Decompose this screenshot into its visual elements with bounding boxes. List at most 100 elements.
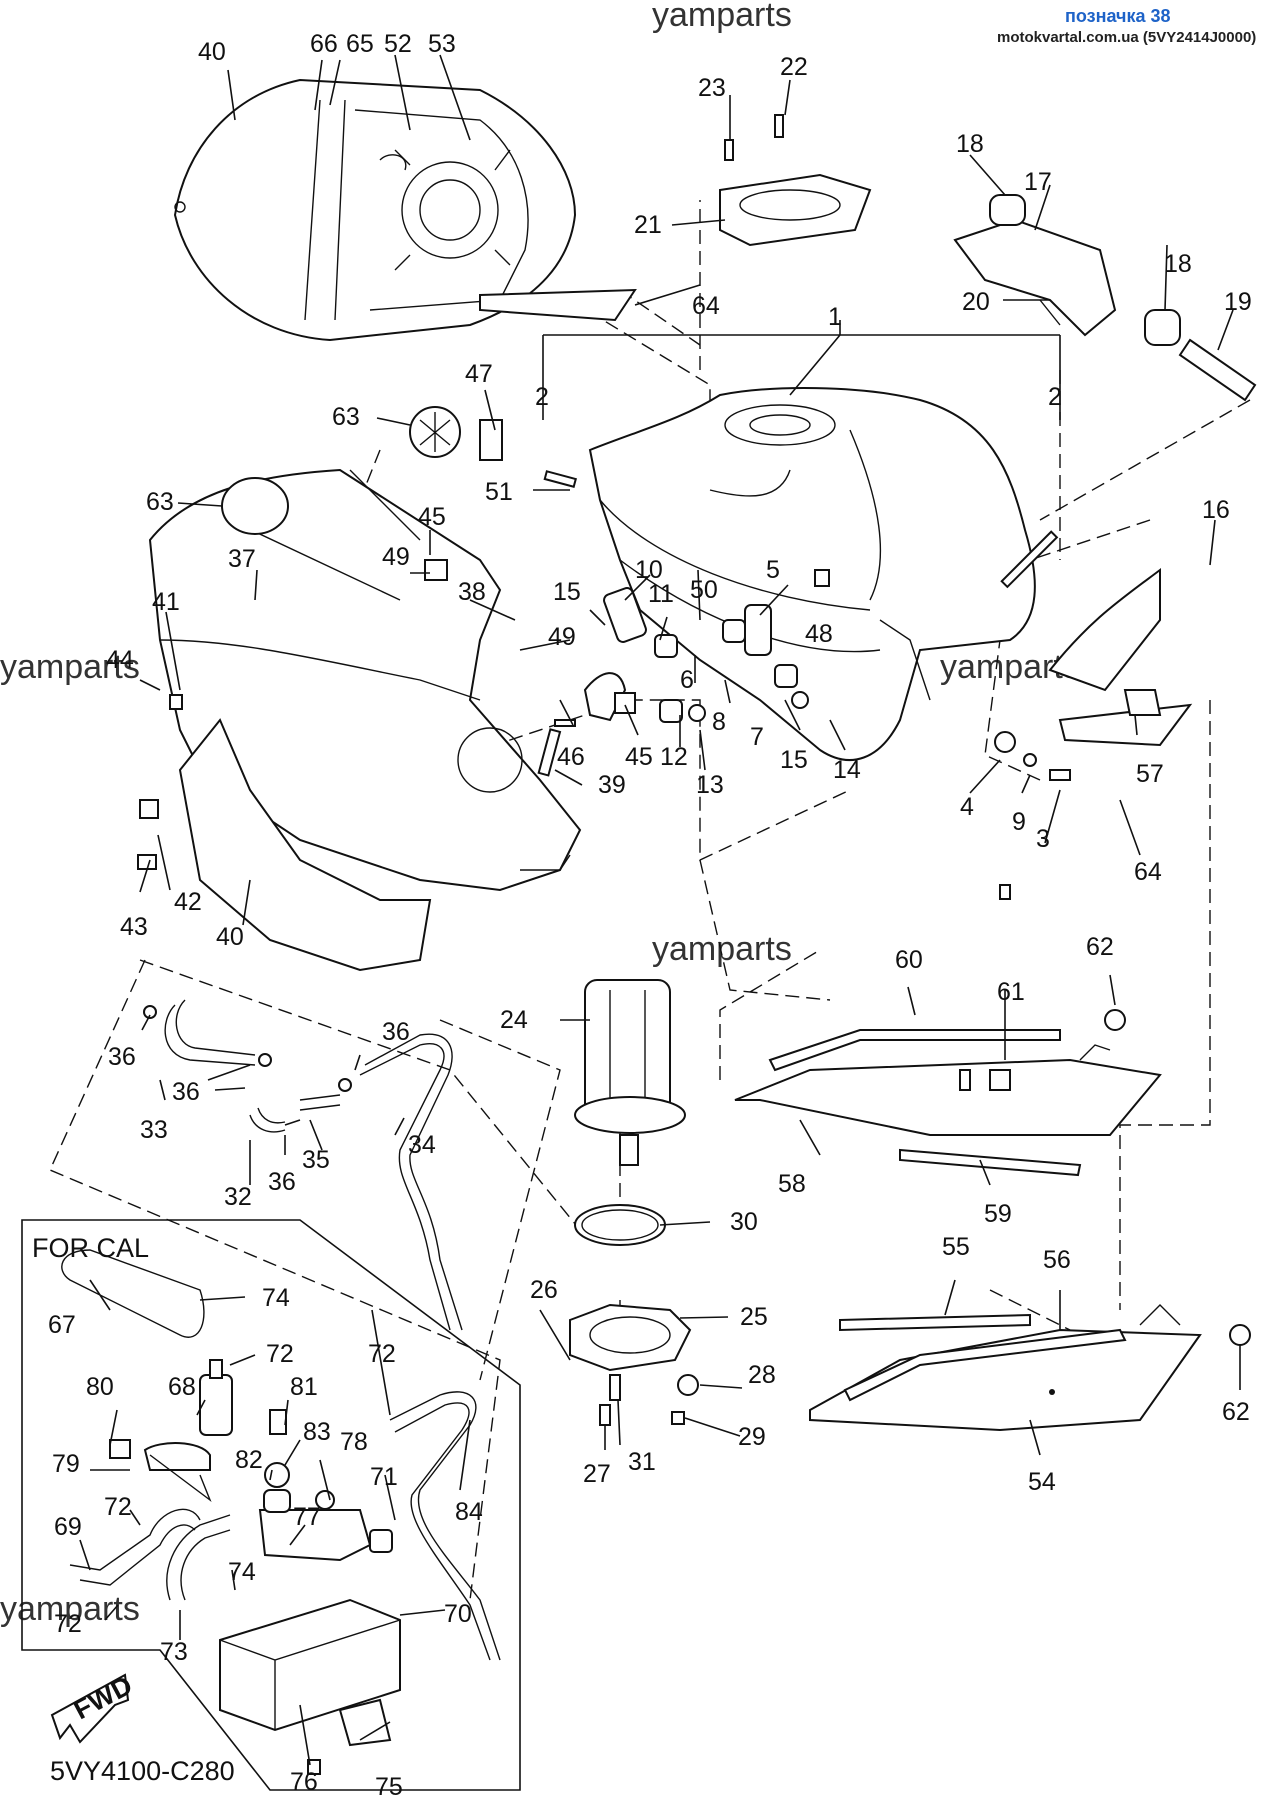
part-label: 76	[290, 1768, 318, 1796]
rear-panel-drawing	[809, 1304, 1251, 1432]
part-label: 68	[168, 1373, 196, 1401]
part-label: 2	[535, 383, 549, 411]
part-label: 33	[140, 1116, 168, 1144]
part-label: 72	[54, 1610, 82, 1638]
part-label: 53	[428, 30, 456, 58]
watermark: yamparts	[652, 0, 792, 34]
part-label: 51	[485, 478, 513, 506]
part-label: 65	[346, 30, 374, 58]
part-label: 15	[553, 578, 581, 606]
mounting-hardware-drawing	[137, 419, 1071, 900]
fuel-cap-drawing	[719, 114, 872, 247]
header-source: motokvartal.com.ua (5VY2414J0000)	[997, 29, 1256, 46]
part-label: 47	[465, 360, 493, 388]
part-label: 5	[766, 556, 780, 584]
inset-title: FOR CAL	[32, 1233, 149, 1263]
part-label: 40	[198, 38, 226, 66]
fwd-arrow-icon: FWD	[50, 1670, 137, 1744]
part-label: 82	[235, 1446, 263, 1474]
part-label: 48	[805, 620, 833, 648]
watermark: yamparts	[0, 1590, 140, 1628]
part-label: 60	[895, 946, 923, 974]
header-link[interactable]: позначка 38	[1065, 6, 1171, 26]
part-label: 81	[290, 1373, 318, 1401]
part-label: 18	[1164, 250, 1192, 278]
part-label: 13	[696, 771, 724, 799]
part-labels: 40 66 65 52 53 23 22 21 64 18 17 18 20 1…	[48, 30, 1252, 1800]
part-label: 26	[530, 1276, 558, 1304]
part-label: 31	[628, 1448, 656, 1476]
emblem-drawing	[221, 406, 461, 535]
part-label: 36	[382, 1018, 410, 1046]
part-label: 35	[302, 1146, 330, 1174]
part-label: 80	[86, 1373, 114, 1401]
lower-cover-drawing	[734, 1009, 1162, 1177]
part-label: 58	[778, 1170, 806, 1198]
part-label: 49	[382, 543, 410, 571]
part-label: 36	[108, 1043, 136, 1071]
part-label: 36	[172, 1078, 200, 1106]
part-label: 62	[1086, 933, 1114, 961]
part-label: 17	[1024, 168, 1052, 196]
part-label: 21	[634, 211, 662, 239]
part-label: 49	[548, 623, 576, 651]
part-label: 34	[408, 1131, 436, 1159]
part-label: 59	[984, 1200, 1012, 1228]
part-label: 72	[368, 1340, 396, 1368]
part-label: 2	[1048, 383, 1062, 411]
part-label: 70	[444, 1600, 472, 1628]
part-label: 8	[712, 708, 726, 736]
part-label: 44	[106, 646, 134, 674]
part-label: 28	[748, 1361, 776, 1389]
part-label: 43	[120, 913, 148, 941]
part-label: 32	[224, 1183, 252, 1211]
watermark: yamparts	[652, 930, 792, 968]
part-label: 57	[1136, 760, 1164, 788]
part-label: 25	[740, 1303, 768, 1331]
part-label: 42	[174, 888, 202, 916]
part-label: 3	[1036, 825, 1050, 853]
leader-lines	[79, 54, 1241, 1766]
part-label: 78	[340, 1428, 368, 1456]
part-label: 67	[48, 1311, 76, 1339]
part-label: 1	[828, 303, 842, 331]
fuel-tank-drawing	[588, 387, 1036, 761]
part-label: 69	[54, 1513, 82, 1541]
part-label: 16	[1202, 496, 1230, 524]
part-label: 38	[458, 578, 486, 606]
part-label: 62	[1222, 1398, 1250, 1426]
part-label: 63	[146, 488, 174, 516]
part-label: 74	[262, 1284, 290, 1312]
part-label: 11	[648, 580, 674, 608]
part-label: 46	[557, 743, 585, 771]
part-label: 14	[833, 756, 861, 784]
part-label: 29	[738, 1423, 766, 1451]
part-label: 12	[660, 743, 688, 771]
part-label: 36	[268, 1168, 296, 1196]
part-label: 27	[583, 1460, 611, 1488]
part-label: 83	[303, 1418, 331, 1446]
part-label: 56	[1043, 1246, 1071, 1274]
part-label: 22	[780, 53, 808, 81]
part-label: 66	[310, 30, 338, 58]
part-label: 64	[1134, 858, 1162, 886]
part-label: 39	[598, 771, 626, 799]
for-cal-inset: FOR CAL	[21, 1219, 521, 1791]
side-cover-drawing	[148, 468, 582, 972]
fuel-pump-drawing	[569, 979, 699, 1426]
part-label: 41	[152, 588, 180, 616]
part-label: 45	[625, 743, 653, 771]
part-label: 18	[956, 130, 984, 158]
part-label: 75	[375, 1773, 403, 1800]
part-label: 72	[266, 1340, 294, 1368]
part-label: 10	[635, 556, 663, 584]
part-label: 40	[216, 923, 244, 951]
part-label: 30	[730, 1208, 758, 1236]
part-label: 79	[52, 1450, 80, 1478]
part-label: 23	[698, 74, 726, 102]
part-label: 73	[160, 1638, 188, 1666]
fuel-hoses-drawing	[143, 999, 463, 1331]
part-label: 6	[680, 666, 694, 694]
lock-bracket-drawing	[953, 194, 1257, 402]
